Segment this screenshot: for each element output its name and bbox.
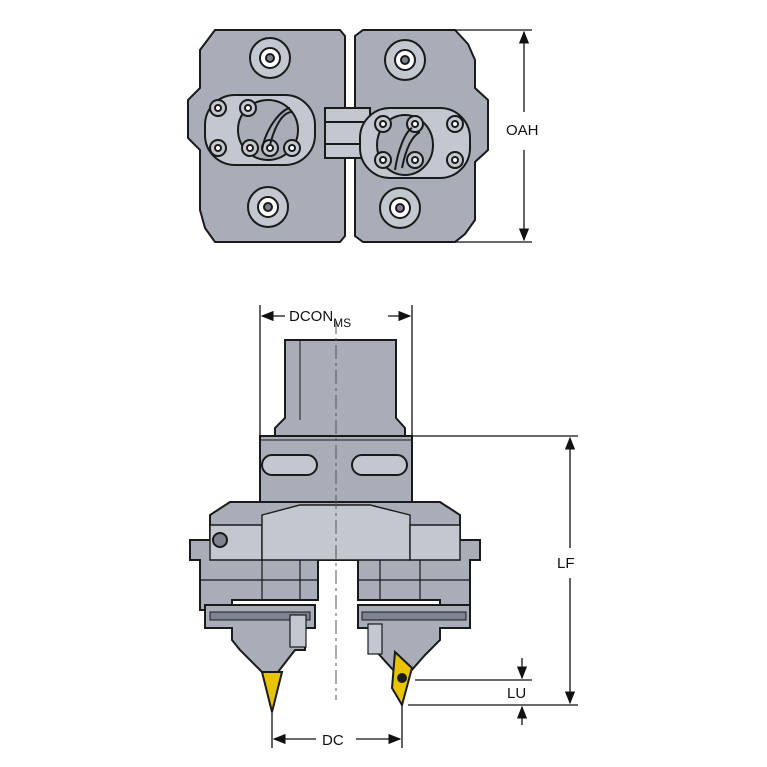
top-bolts: [247, 37, 426, 229]
oah-dimension: [455, 29, 532, 243]
dc-label: DC: [322, 732, 344, 749]
dcon-main: DCON: [289, 308, 333, 325]
front-view: [189, 339, 481, 713]
lf-label: LF: [557, 555, 575, 572]
dc-dimension: [271, 705, 403, 748]
dcon-subscript: MS: [333, 316, 351, 330]
top-view: [187, 29, 489, 243]
right-holder: [357, 604, 471, 673]
right-clamp-plate: [359, 107, 471, 179]
lf-dimension: [408, 435, 578, 706]
oah-label: OAH: [506, 122, 539, 139]
lu-dimension: [415, 658, 532, 725]
shank: [274, 339, 406, 437]
left-insert: [260, 671, 284, 713]
dcon-dimension: [259, 305, 413, 440]
dcon-label: DCONMS: [289, 308, 351, 330]
left-clamp-plate: [204, 94, 316, 166]
lu-label: LU: [507, 685, 526, 702]
